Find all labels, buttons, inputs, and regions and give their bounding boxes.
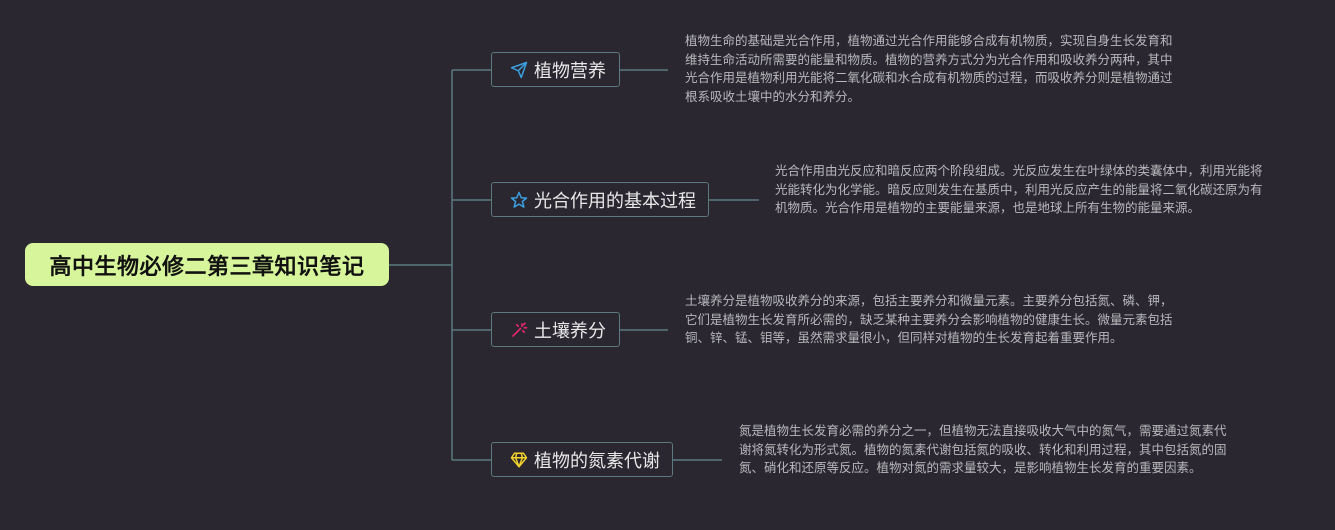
note-text: 氮是植物生长发育必需的养分之一，但植物无法直接吸收大气中的氮气，需要通过氮素代谢… xyxy=(739,423,1227,475)
root-title: 高中生物必修二第三章知识笔记 xyxy=(49,254,365,280)
topic-label: 植物的氮素代谢 xyxy=(534,450,660,472)
note-text: 光合作用由光反应和暗反应两个阶段组成。光反应发生在叶绿体的类囊体中，利用光能将光… xyxy=(775,163,1263,215)
note-photosynthesis-process: 光合作用由光反应和暗反应两个阶段组成。光反应发生在叶绿体的类囊体中，利用光能将光… xyxy=(775,162,1267,218)
topic-label: 土壤养分 xyxy=(534,320,606,342)
note-nitrogen-metabolism: 氮是植物生长发育必需的养分之一，但植物无法直接吸收大气中的氮气，需要通过氮素代谢… xyxy=(739,422,1231,478)
paper-plane-icon xyxy=(510,61,528,79)
note-plant-nutrition: 植物生命的基础是光合作用，植物通过光合作用能够合成有机物质，实现自身生长发育和维… xyxy=(685,32,1177,106)
topic-soil-nutrients[interactable]: 土壤养分 xyxy=(491,312,620,347)
magic-wand-icon xyxy=(510,321,528,339)
topic-plant-nutrition[interactable]: 植物营养 xyxy=(491,52,620,87)
topic-label: 植物营养 xyxy=(534,60,606,82)
root-topic[interactable]: 高中生物必修二第三章知识笔记 xyxy=(25,243,389,286)
topic-label: 光合作用的基本过程 xyxy=(534,190,696,212)
topic-photosynthesis-process[interactable]: 光合作用的基本过程 xyxy=(491,182,709,217)
topic-nitrogen-metabolism[interactable]: 植物的氮素代谢 xyxy=(491,442,673,477)
star-icon xyxy=(510,191,528,209)
note-soil-nutrients: 土壤养分是植物吸收养分的来源，包括主要养分和微量元素。主要养分包括氮、磷、钾，它… xyxy=(685,292,1177,348)
note-text: 植物生命的基础是光合作用，植物通过光合作用能够合成有机物质，实现自身生长发育和维… xyxy=(685,33,1173,104)
diamond-icon xyxy=(510,451,528,469)
note-text: 土壤养分是植物吸收养分的来源，包括主要养分和微量元素。主要养分包括氮、磷、钾，它… xyxy=(685,293,1173,345)
